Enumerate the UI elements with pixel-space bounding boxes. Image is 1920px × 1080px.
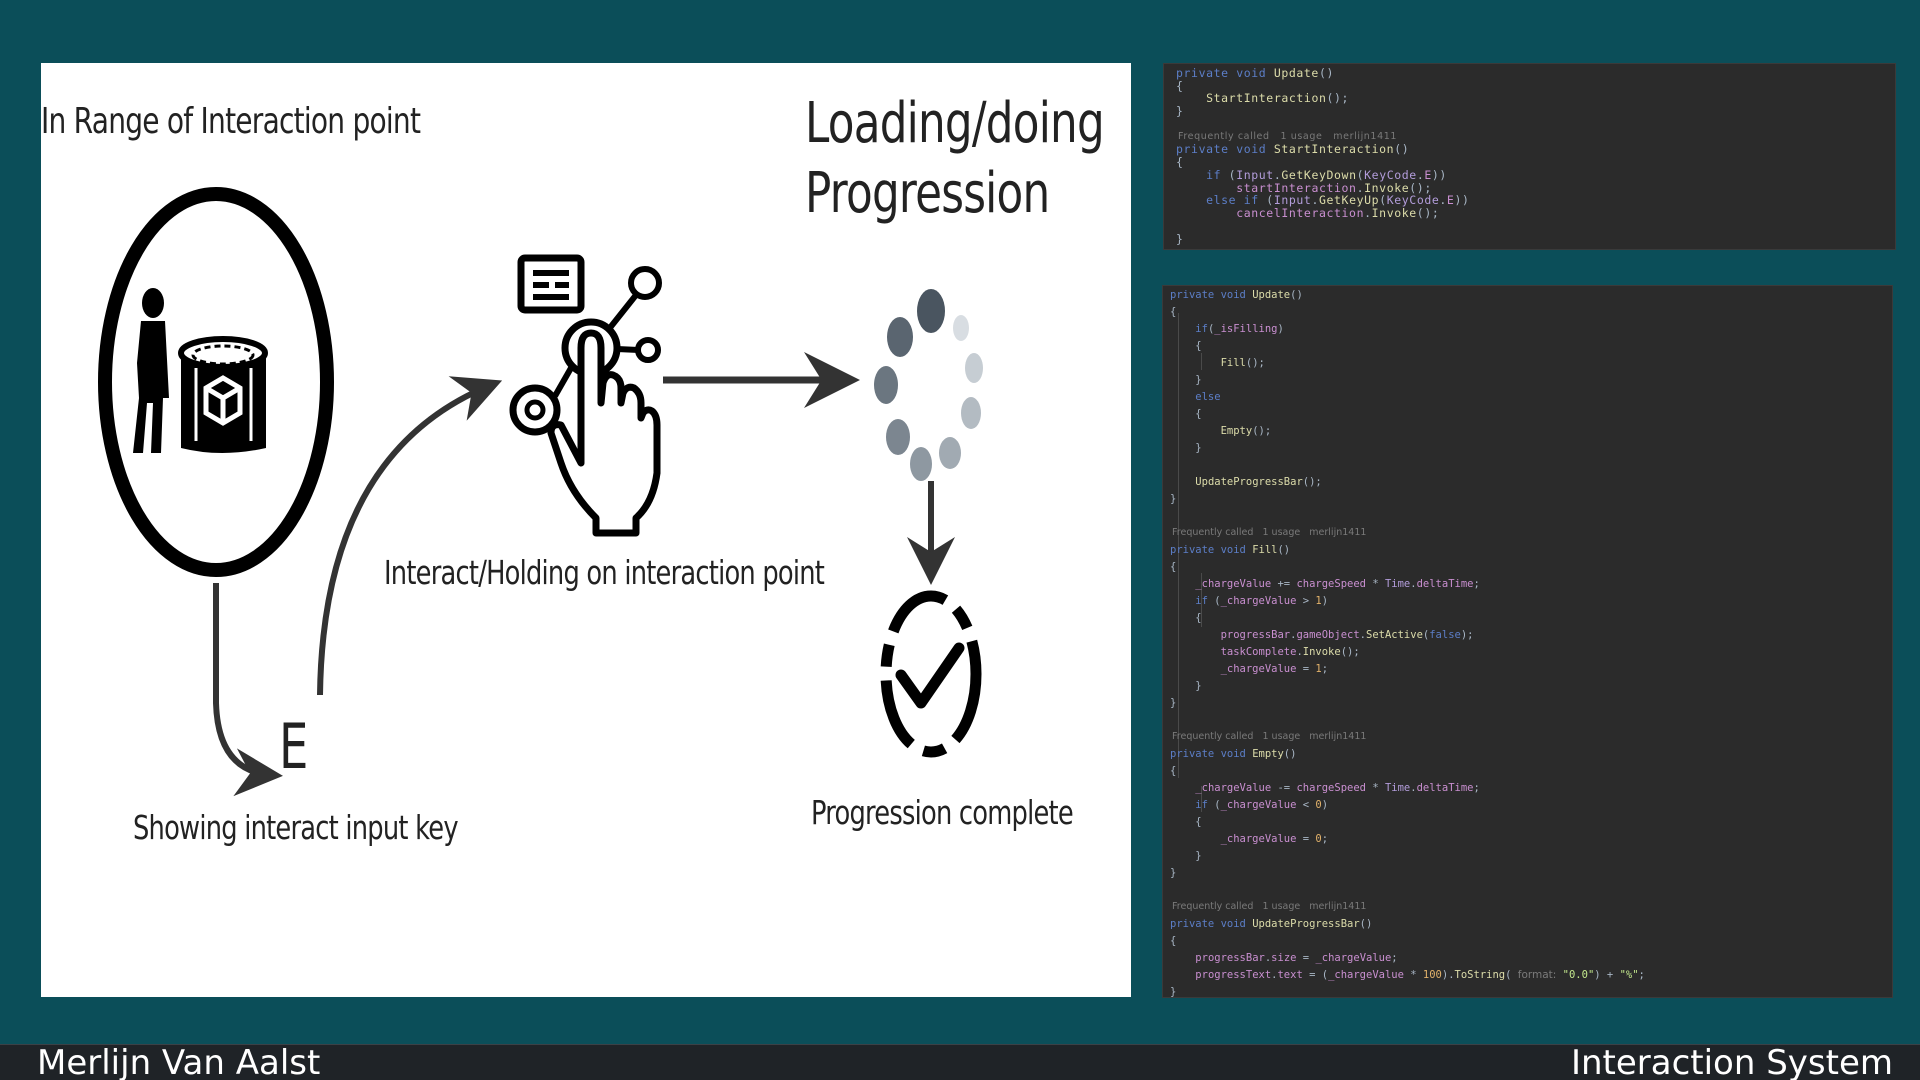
label-showing-key: Showing interact input key — [133, 808, 459, 847]
diagram-panel: In Range of Interaction point Loading/do… — [41, 63, 1131, 997]
code-line: if(_isFilling) — [1170, 323, 1284, 335]
interaction-point-icon — [178, 336, 268, 453]
indent-guide — [1178, 313, 1179, 778]
code-line: } — [1170, 374, 1202, 386]
code-line: } — [1170, 442, 1202, 454]
code-line: _chargeValue = 0; — [1220, 833, 1329, 845]
indent-guide — [1201, 786, 1202, 812]
code-line: private void Fill() — [1170, 544, 1291, 556]
code-line: if (_chargeValue < 0) — [1170, 799, 1329, 811]
code-line: } — [1170, 867, 1177, 879]
code-line: { — [1176, 79, 1184, 93]
code-line: Fill(); — [1220, 357, 1265, 369]
code-line: _chargeValue -= chargeSpeed * Time.delta… — [1195, 782, 1480, 794]
code-line: } — [1170, 493, 1177, 505]
loading-spinner-icon — [874, 289, 983, 481]
code-line: { — [1170, 306, 1177, 318]
code-line: { — [1170, 340, 1202, 352]
code-line: } — [1176, 232, 1184, 246]
code-hint: Frequently called 1 usage merlijn1411 — [1178, 131, 1398, 142]
indent-guide — [1201, 573, 1202, 627]
interact-hand-icon — [509, 254, 662, 537]
code-panel-top: private void Update() { StartInteraction… — [1163, 63, 1896, 250]
code-hint: Frequently called 1 usage merlijn1411 — [1172, 731, 1367, 742]
code-line: startInteraction.Invoke(); — [1236, 181, 1432, 195]
code-line: { — [1170, 816, 1202, 828]
label-interact: Interact/Holding on interaction point — [384, 553, 825, 592]
code-line: private void Update() — [1170, 289, 1303, 301]
code-line: { — [1176, 155, 1184, 169]
arrow-to-interact — [317, 376, 503, 696]
code-line: private void Update() — [1176, 66, 1335, 80]
code-line: private void StartInteraction() — [1176, 142, 1410, 156]
indent-guide — [1201, 353, 1202, 370]
label-loading-line2: Progression — [805, 161, 1050, 226]
code-line: private void UpdateProgressBar() — [1170, 918, 1373, 930]
code-line: { — [1170, 612, 1202, 624]
code-line: else — [1170, 391, 1221, 403]
code-line: { — [1170, 765, 1177, 777]
code-line: } — [1170, 680, 1202, 692]
code-panel-bottom: private void Update() { if(_isFilling) {… — [1162, 285, 1893, 998]
code-line: } — [1170, 986, 1177, 998]
footer-bar: Merlijn Van Aalst Interaction System — [0, 1044, 1920, 1080]
code-line: private void Empty() — [1170, 748, 1297, 760]
arrow-to-key — [213, 583, 283, 797]
person-icon — [133, 288, 169, 453]
code-line: } — [1170, 697, 1177, 709]
checkmark-circle-icon — [880, 590, 982, 758]
in-range-icon — [98, 187, 334, 577]
code-line: _chargeValue = 1; — [1220, 663, 1329, 675]
diagram-graphics — [98, 187, 983, 797]
code-line: UpdateProgressBar(); — [1195, 476, 1322, 488]
code-line: progressBar.gameObject.SetActive(false); — [1220, 629, 1474, 641]
code-line: progressBar.size = _chargeValue; — [1195, 952, 1398, 964]
code-line: else if (Input.GetKeyUp(KeyCode.E)) — [1176, 193, 1470, 207]
code-line: if (_chargeValue > 1) — [1170, 595, 1329, 607]
code-line: StartInteraction(); — [1206, 91, 1350, 105]
code-line: Empty(); — [1220, 425, 1272, 437]
code-line: cancelInteraction.Invoke(); — [1236, 206, 1440, 220]
code-line: { — [1170, 408, 1202, 420]
label-loading-line1: Loading/doing — [805, 91, 1105, 156]
author-name: Merlijn Van Aalst — [37, 1043, 321, 1080]
code-line: { — [1170, 935, 1177, 947]
code-line: } — [1170, 850, 1202, 862]
code-line: { — [1170, 561, 1177, 573]
code-hint: Frequently called 1 usage merlijn1411 — [1172, 527, 1367, 538]
label-in-range: In Range of Interaction point — [41, 101, 421, 142]
code-hint: Frequently called 1 usage merlijn1411 — [1172, 901, 1367, 912]
code-line: taskComplete.Invoke(); — [1220, 646, 1360, 658]
label-complete: Progression complete — [811, 793, 1074, 832]
code-line: progressText.text = (_chargeValue * 100)… — [1195, 969, 1645, 981]
code-line: } — [1176, 104, 1184, 118]
code-line: _chargeValue += chargeSpeed * Time.delta… — [1195, 578, 1480, 590]
code-line: if (Input.GetKeyDown(KeyCode.E)) — [1176, 168, 1447, 182]
presentation-title: Interaction System — [1570, 1043, 1893, 1080]
label-input-key: E — [279, 710, 308, 783]
